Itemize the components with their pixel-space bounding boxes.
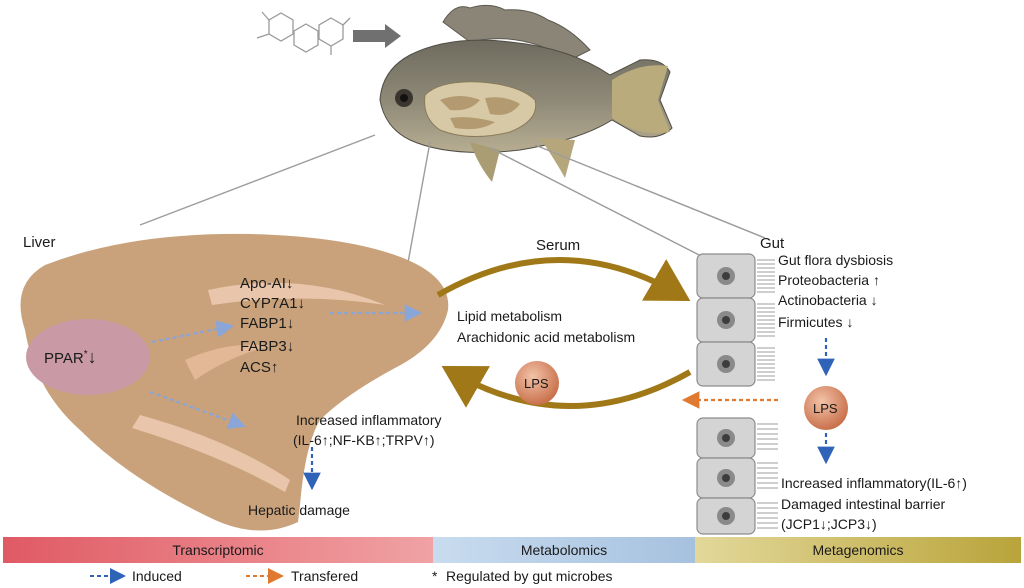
transcriptomic-bar: Transcriptomic: [3, 537, 433, 563]
gene-fabp1: FABP1↓: [240, 315, 295, 332]
liver-shape: [20, 233, 449, 531]
gut-epithelial-cells-bottom: [696, 417, 778, 535]
lps-label-serum: LPS: [524, 376, 549, 391]
liver-vessel: [185, 344, 270, 380]
liver-vessel: [208, 282, 385, 305]
legend-regulated-label: Regulated by gut microbes: [446, 568, 613, 584]
hepatic-damage-label: Hepatic damage: [248, 502, 350, 518]
liver-inflammation-label: Increased inflammatory: [296, 412, 442, 428]
liver-label: Liver: [23, 234, 56, 251]
gut-proteobacteria: Proteobacteria ↑: [778, 272, 880, 288]
gut-label: Gut: [760, 235, 785, 252]
gut-actinobacteria: Actinobacteria ↓: [778, 292, 878, 308]
serum-arachidonic-metabolism: Arachidonic acid metabolism: [457, 329, 636, 345]
serum-lipid-metabolism: Lipid metabolism: [457, 308, 563, 324]
ppar-oval: [26, 319, 150, 395]
gut-firmicutes: Firmicutes ↓: [778, 314, 854, 330]
metabolomics-bar: Metabolomics: [433, 537, 695, 563]
gut-inflammation-label: Increased inflammatory(IL-6↑): [781, 475, 967, 491]
liver-inflammation-markers: (IL-6↑;NF-KB↑;TRPV↑): [293, 432, 435, 448]
lps-ball-serum: [515, 361, 559, 405]
metagenomics-bar: Metagenomics: [695, 537, 1021, 563]
exposure-arrow: [353, 24, 401, 48]
legend-transfered-label: Transfered: [291, 568, 359, 584]
gene-cyp7a1: CYP7A1↓: [240, 295, 306, 312]
gene-acs: ACS↑: [240, 359, 279, 376]
induced-arrow-ppar-inflammation: [149, 390, 247, 430]
lps-ball-gut: [804, 386, 848, 430]
gut-flora-dysbiosis: Gut flora dysbiosis: [778, 252, 894, 268]
ppar-label: PPAR*↓: [44, 347, 97, 367]
serum-cycle-arrow-bottom: [441, 366, 692, 409]
gut-barrier-label: Damaged intestinal barrier: [781, 496, 946, 512]
fish-illustration: [379, 4, 673, 182]
molecule-structure-icon: [256, 11, 351, 55]
liver-vessel: [132, 415, 290, 492]
gene-apo-ai: Apo-AI↓: [240, 275, 294, 292]
gene-fabp3: FABP3↓: [240, 338, 295, 355]
gut-epithelial-cells-top: [696, 253, 775, 387]
serum-cycle-arrow-top: [436, 257, 691, 302]
serum-label: Serum: [536, 237, 581, 254]
lps-label-gut: LPS: [813, 401, 838, 416]
gut-barrier-markers: (JCP1↓;JCP3↓): [781, 516, 877, 532]
legend-star-symbol: *: [432, 568, 438, 584]
legend-induced-label: Induced: [132, 568, 182, 584]
